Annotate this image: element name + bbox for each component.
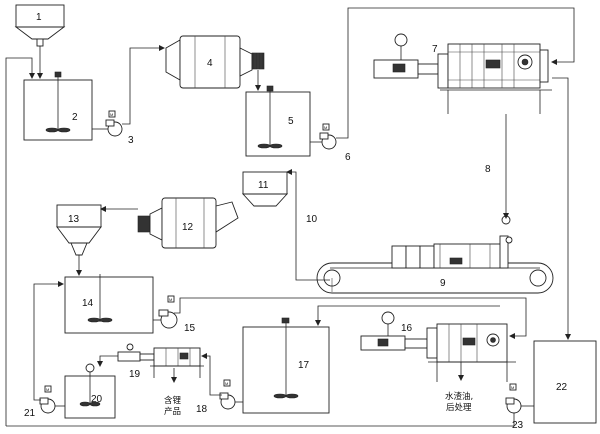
label-2: 2 [72, 112, 78, 123]
belt-filter-9 [316, 215, 554, 294]
label-17: 17 [298, 360, 310, 371]
pump-23: M [505, 383, 522, 414]
label-11: 11 [258, 180, 269, 191]
stirred-tank-2 [23, 71, 93, 141]
residue-caption-line2: 后处理 [446, 402, 472, 413]
small-filter-19 [117, 343, 204, 378]
hopper-11 [241, 171, 289, 207]
label-3: 3 [128, 135, 134, 146]
storage-tank-22 [533, 340, 597, 424]
label-4: 4 [207, 58, 213, 69]
label-7: 7 [432, 44, 438, 55]
pump-6: M [319, 123, 337, 150]
svg-text:M: M [46, 387, 49, 392]
pump-3: M [105, 110, 123, 137]
product-caption-line1: 含锂 [164, 395, 182, 406]
ball-mill-4 [165, 35, 265, 89]
filter-press-7 [373, 33, 552, 114]
label-6: 6 [345, 152, 351, 163]
stirred-tank-17 [242, 317, 330, 414]
svg-text:M: M [169, 297, 172, 302]
label-19: 19 [129, 369, 141, 380]
flow-lines [5, 7, 575, 427]
svg-text:M: M [324, 125, 327, 130]
label-10: 10 [306, 214, 318, 225]
svg-text:M: M [225, 381, 228, 386]
label-5: 5 [288, 116, 294, 127]
pump-18: M [219, 379, 236, 410]
label-14: 14 [82, 298, 94, 309]
label-9: 9 [440, 278, 446, 289]
label-16: 16 [401, 323, 413, 334]
residue-caption-line1: 水渣油, [445, 391, 473, 402]
stirred-tank-5 [245, 85, 311, 157]
label-1: 1 [36, 12, 42, 23]
svg-text:M: M [110, 112, 113, 117]
pump-15: M [158, 295, 178, 329]
label-23: 23 [512, 420, 524, 431]
label-22: 22 [556, 382, 568, 393]
label-8: 8 [485, 164, 491, 175]
label-20: 20 [91, 394, 103, 405]
label-21: 21 [24, 408, 36, 419]
label-13: 13 [68, 214, 80, 225]
stirred-tank-20 [64, 363, 116, 419]
svg-text:M: M [511, 385, 514, 390]
label-15: 15 [184, 323, 196, 334]
label-12: 12 [182, 222, 194, 233]
stirred-tank-14 [64, 274, 154, 334]
pump-21: M [39, 385, 56, 414]
hopper-13 [56, 204, 102, 256]
filter-press-16 [360, 311, 516, 382]
product-caption-line2: 产品 [164, 406, 181, 417]
feed-hopper-1 [14, 4, 66, 47]
ball-mill-12 [137, 197, 239, 249]
label-18: 18 [196, 404, 208, 415]
